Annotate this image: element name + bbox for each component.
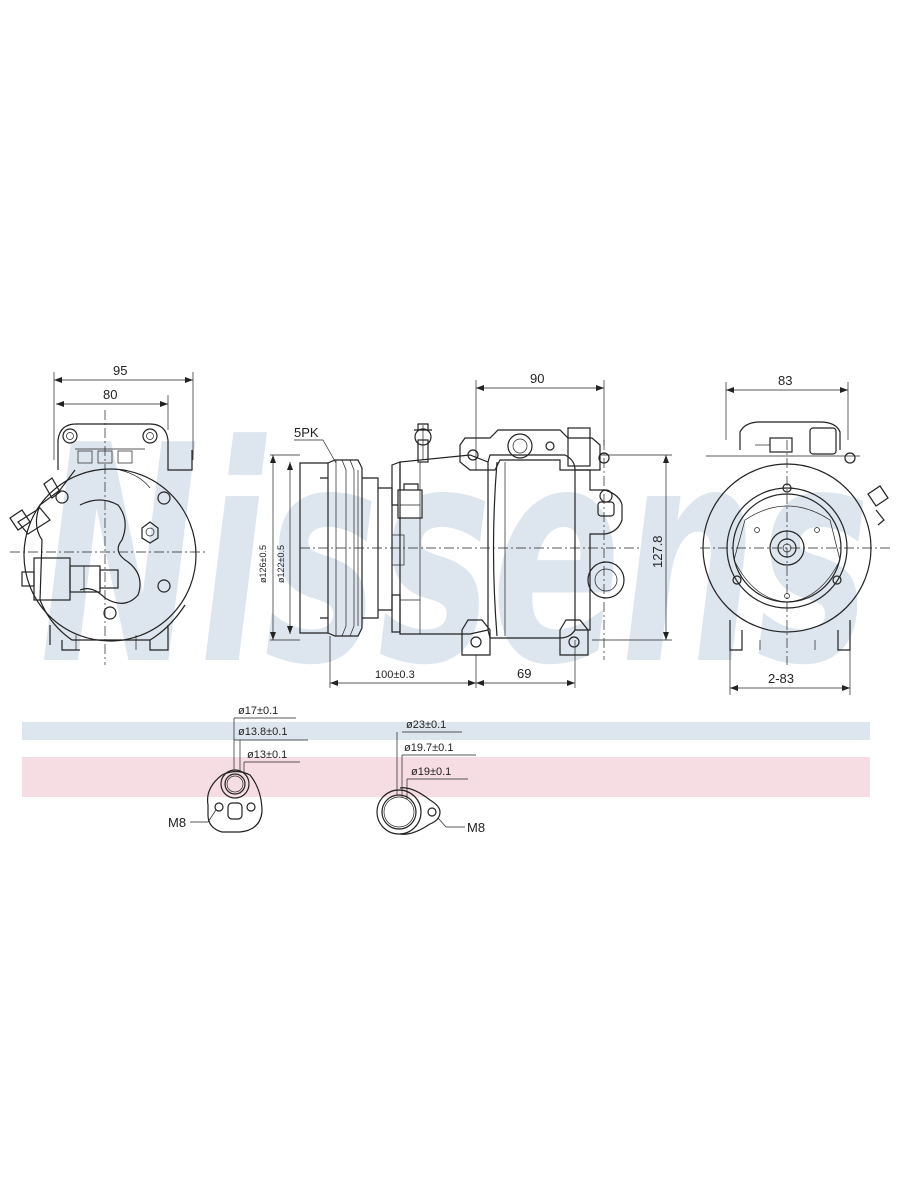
port1-d2: ø13.8±0.1 (238, 726, 287, 738)
port2-thread: M8 (467, 820, 485, 835)
dim-right-width-top: 83 (778, 373, 792, 388)
port2-d3: ø19±0.1 (411, 766, 451, 778)
dim-side-width-top: 90 (530, 371, 544, 386)
right-view: 83 2-83 (700, 373, 890, 695)
dim-length-body: 69 (517, 666, 531, 681)
port1-d3: ø13±0.1 (247, 749, 287, 761)
left-view: 95 80 (9, 363, 205, 665)
dim-side-height: 127.8 (650, 535, 665, 568)
port2-d1: ø23±0.1 (406, 719, 446, 731)
port1-thread: M8 (168, 815, 186, 830)
dim-pulley-inner: ø122±0.5 (276, 545, 286, 583)
watermark-band-pink (22, 757, 870, 797)
watermark-logo: Nissens (40, 382, 870, 731)
dim-left-width-outer: 95 (113, 363, 127, 378)
dim-right-mount: 2-83 (768, 671, 794, 686)
port-detail-1: ø17±0.1 ø13.8±0.1 ø13±0.1 M8 (168, 705, 308, 833)
port-detail-2: ø23±0.1 ø19.7±0.1 ø19±0.1 M8 (376, 719, 485, 835)
label-belt: 5PK (294, 425, 319, 440)
dim-pulley-outer: ø126±0.5 (258, 545, 268, 583)
dim-length-pulley: 100±0.3 (375, 669, 415, 681)
port2-d2: ø19.7±0.1 (404, 742, 453, 754)
dim-left-width-inner: 80 (103, 387, 117, 402)
port1-d1: ø17±0.1 (238, 705, 278, 717)
side-view: 5PK ø126±0.5 ø122±0.5 (258, 371, 672, 688)
